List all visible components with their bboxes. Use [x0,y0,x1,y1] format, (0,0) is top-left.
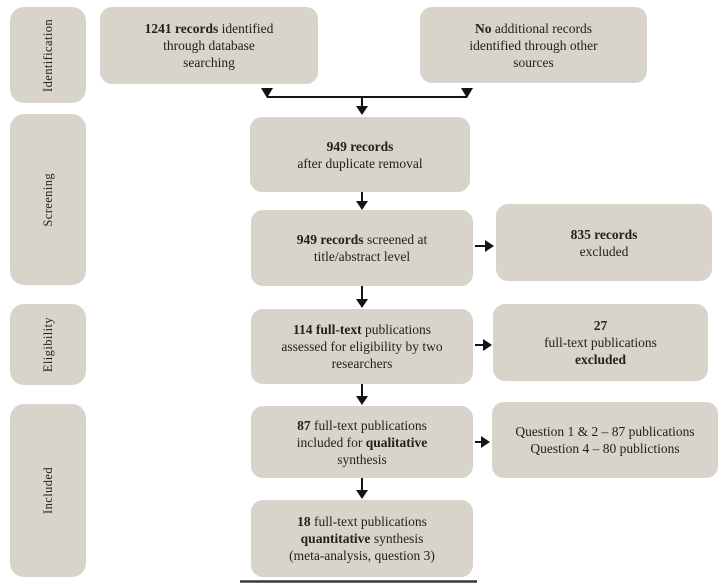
stage-included: Included [10,404,86,577]
arrow-qualitative-to-questions [475,436,490,448]
stage-identification: Identification [10,7,86,103]
arrow-screened-to-assessed [356,286,368,308]
arrow-qualitative-to-quantitative [356,478,368,499]
arrow-assessed-to-fulltext-excluded [475,339,492,351]
stage-eligibility-label: Eligibility [40,316,55,373]
stage-screening: Screening [10,114,86,285]
stage-screening-label: Screening [40,172,55,227]
stage-included-label: Included [40,467,55,514]
stage-identification-label: Identification [40,18,55,92]
arrow-assessed-to-qualitative [356,384,368,405]
arrow-screened-to-excluded [475,240,494,252]
stage-eligibility: Eligibility [10,304,86,385]
arrow-merge-junction [261,88,473,115]
arrow-dedup-to-screened [356,192,368,210]
